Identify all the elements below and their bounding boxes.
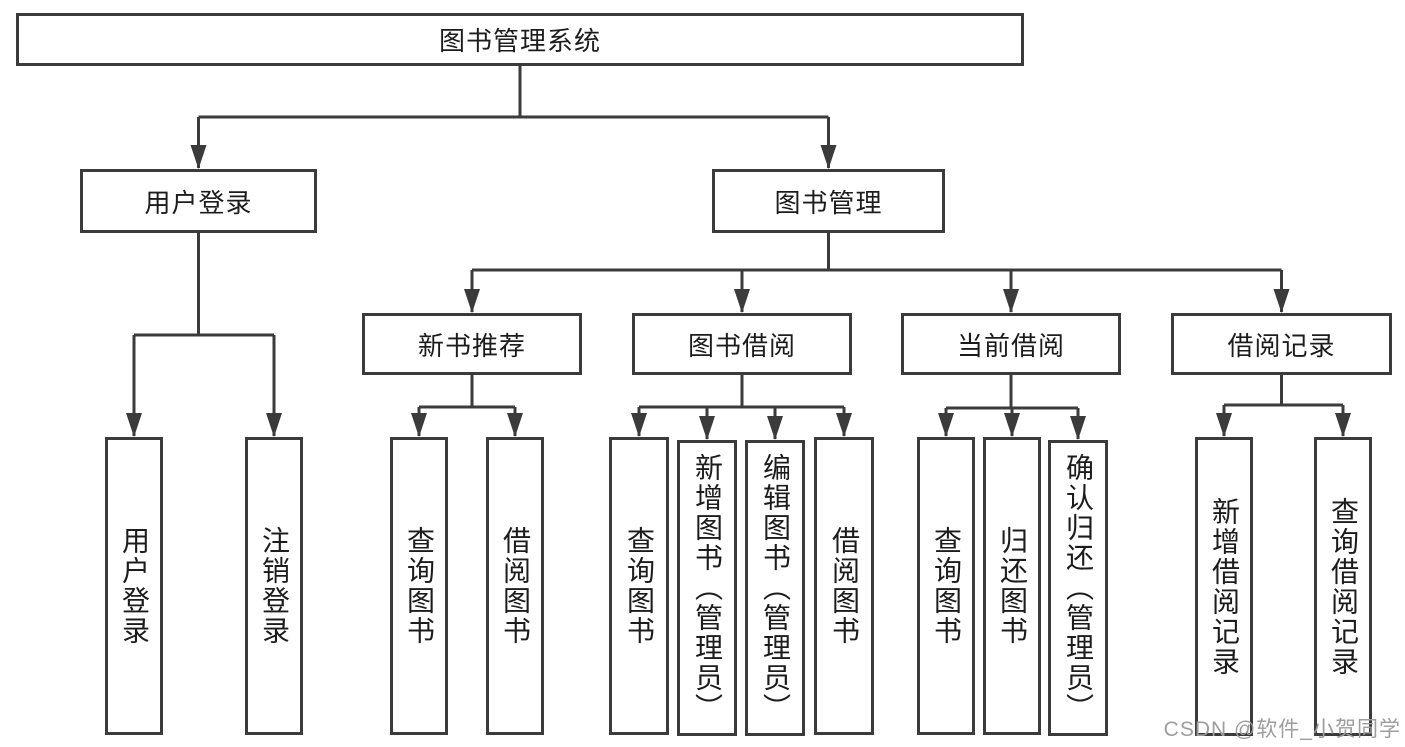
node-bb-edit: 编辑图书（管理员） xyxy=(745,440,805,736)
node-label: 借阅图书 xyxy=(829,526,860,646)
node-book-borrow: 图书借阅 xyxy=(632,313,852,375)
node-cb-confirm: 确认归还（管理员） xyxy=(1048,440,1108,736)
node-bb-borrow: 借阅图书 xyxy=(814,437,874,735)
node-current-borrow: 当前借阅 xyxy=(901,313,1121,375)
edge-trunk-borrow-records xyxy=(1224,375,1343,407)
node-label: 图书管理 xyxy=(774,187,883,218)
node-label: 查询图书 xyxy=(404,526,435,646)
node-label: 借阅图书 xyxy=(500,526,531,646)
node-login: 用户登录 xyxy=(105,437,163,735)
node-label: 新书推荐 xyxy=(417,330,526,361)
node-label: 查询借阅记录 xyxy=(1328,496,1359,677)
node-bb-add: 新增图书（管理员） xyxy=(677,440,737,736)
node-nbr-query: 查询图书 xyxy=(390,437,448,735)
node-label: 用户登录 xyxy=(119,526,150,646)
edge-trunk-root xyxy=(198,66,829,119)
node-bb-query: 查询图书 xyxy=(609,437,669,735)
node-cb-return: 归还图书 xyxy=(983,437,1041,735)
node-label: 当前借阅 xyxy=(956,330,1065,361)
edge-trunk-new-book-rec xyxy=(419,375,515,409)
node-label: 查询图书 xyxy=(931,526,962,646)
node-label: 图书管理系统 xyxy=(438,26,601,56)
node-book-mgmt: 图书管理 xyxy=(712,169,945,233)
node-cb-query: 查询图书 xyxy=(917,437,975,735)
node-user-login: 用户登录 xyxy=(80,169,317,233)
edge-trunk-book-mgmt xyxy=(472,233,1282,272)
edge-trunk-user-login xyxy=(134,233,274,337)
node-br-add: 新增借阅记录 xyxy=(1195,437,1253,736)
watermark: CSDN @软件_小贺同学 xyxy=(1163,718,1401,741)
node-label: 确认归还（管理员） xyxy=(1063,453,1094,723)
node-label: 查询图书 xyxy=(624,526,655,646)
node-label: 注销登录 xyxy=(259,526,290,646)
node-label: 归还图书 xyxy=(997,526,1028,646)
node-label: 借阅记录 xyxy=(1227,330,1336,361)
node-label: 新增借阅记录 xyxy=(1209,496,1240,677)
node-root: 图书管理系统 xyxy=(16,13,1024,66)
edge-trunk-book-borrow xyxy=(639,375,844,409)
node-borrow-records: 借阅记录 xyxy=(1171,313,1392,375)
node-new-book-rec: 新书推荐 xyxy=(362,313,582,375)
node-br-query: 查询借阅记录 xyxy=(1314,437,1372,736)
node-nbr-borrow: 借阅图书 xyxy=(486,437,544,735)
node-label: 编辑图书（管理员） xyxy=(760,453,791,723)
node-label: 图书借阅 xyxy=(687,330,796,361)
node-label: 新增图书（管理员） xyxy=(692,453,723,723)
node-label: 用户登录 xyxy=(144,187,253,218)
node-logout: 注销登录 xyxy=(245,437,303,735)
